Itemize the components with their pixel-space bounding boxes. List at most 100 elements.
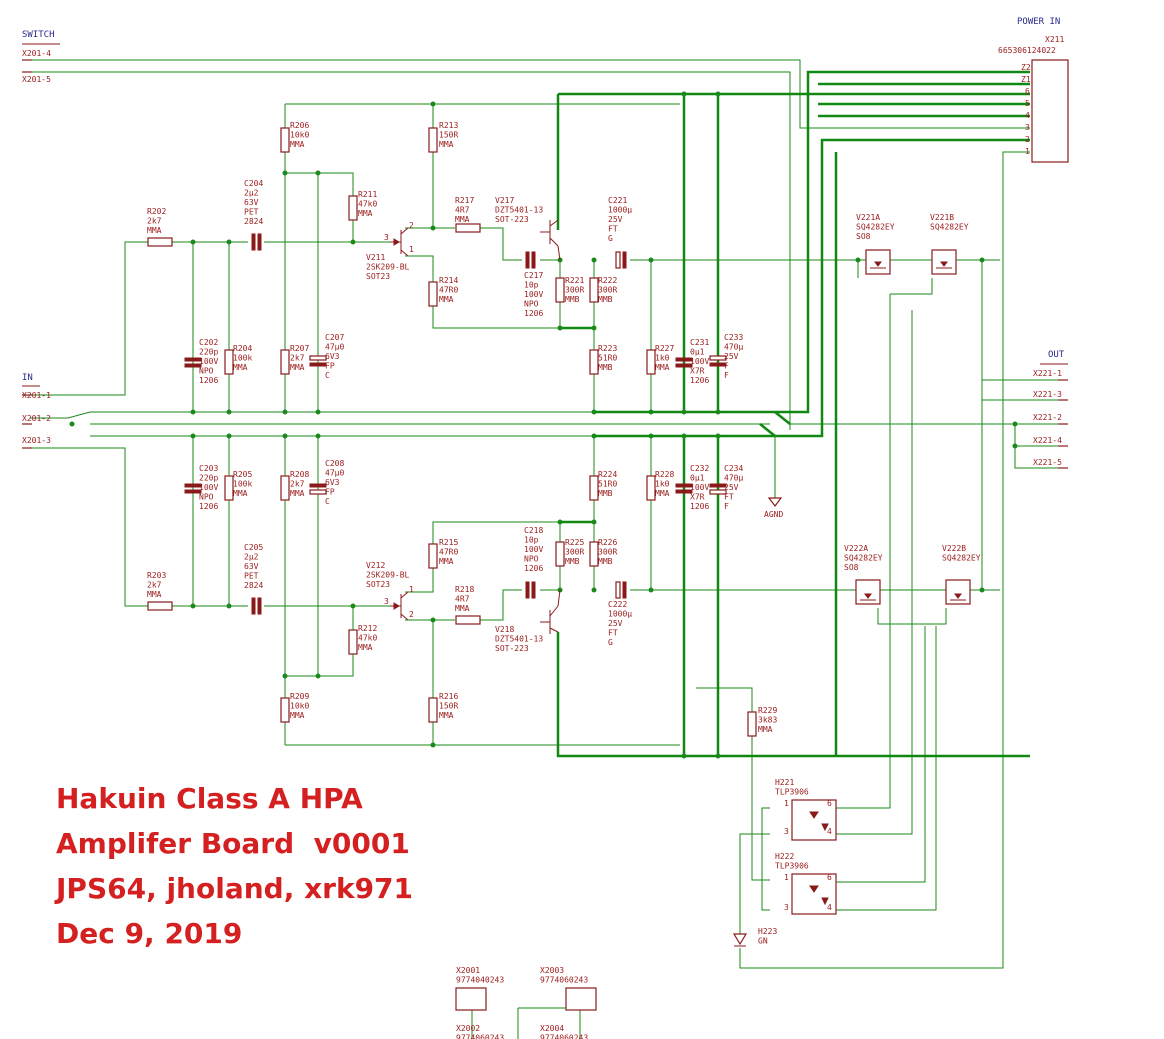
- pin-label: Z2: [1021, 63, 1031, 72]
- switch-label: SWITCH: [22, 30, 55, 40]
- pin-label: 6: [1025, 87, 1030, 96]
- resistor-r205: [224, 475, 234, 501]
- part-label-line: MMA: [358, 209, 373, 218]
- mosfet-v221a: [865, 249, 891, 275]
- capacitor-c203: [184, 483, 202, 494]
- resistor-r214: [428, 281, 438, 307]
- part-label-line: MMA: [290, 711, 305, 720]
- part-label-line: R207: [290, 344, 309, 353]
- part-label-line: 300R: [565, 286, 584, 295]
- title-line-3: JPS64, jholand, xrk971: [54, 872, 413, 905]
- part-label-line: X2003: [540, 966, 564, 975]
- part-label-line: SQ4282EY: [844, 554, 883, 563]
- capacitor-c218: [525, 581, 536, 599]
- part-label-line: SOT23: [366, 272, 390, 281]
- part-label-line: 9774060243: [540, 1034, 588, 1039]
- part-label-line: 1k0: [655, 480, 670, 489]
- power-in-label: POWER IN: [1017, 17, 1060, 27]
- capacitor-c204: [251, 233, 262, 251]
- x201-5-label: X201-5: [22, 75, 51, 84]
- resistor-r229: [747, 711, 757, 737]
- resistor-r225: [555, 541, 565, 567]
- part-label-line: H223: [758, 927, 777, 936]
- part-label-line: 1206: [690, 502, 709, 511]
- part-label-line: 25V: [724, 483, 739, 492]
- x201-1-label: X201-1: [22, 391, 51, 400]
- connector-x2001: [455, 987, 487, 1011]
- part-label-line: MMA: [290, 363, 305, 372]
- part-label-line: 9774060243: [540, 976, 588, 985]
- part-label-line: C221: [608, 196, 627, 205]
- part-label-line: R228: [655, 470, 674, 479]
- part-label-line: SOT-223: [495, 644, 529, 653]
- part-label-line: 9774060243: [456, 1034, 504, 1039]
- pin-number: 2: [409, 221, 414, 230]
- opto-h222: [791, 873, 837, 915]
- pin-number: 6: [827, 799, 832, 808]
- part-label-line: 6V3: [325, 478, 340, 487]
- part-label-line: V217: [495, 196, 514, 205]
- pin-number: 1: [409, 585, 414, 594]
- pin-label: 2: [1025, 135, 1030, 144]
- pin-number: 1: [784, 799, 789, 808]
- part-label-line: 2k7: [290, 354, 305, 363]
- part-label-line: V221A: [856, 213, 880, 222]
- power-connector-pins: Z2 Z1 6 5 4 3 2 1: [1021, 63, 1031, 156]
- part-label-line: 10p: [524, 536, 539, 545]
- title-line-4: Dec 9, 2019: [56, 917, 242, 950]
- mosfet-v222a: [855, 579, 881, 605]
- resistor-r204: [224, 349, 234, 375]
- part-label-line: C234: [724, 464, 743, 473]
- part-label-line: R224: [598, 470, 617, 479]
- part-label-line: SQ4282EY: [930, 223, 969, 232]
- part-label-line: X7R: [690, 493, 705, 502]
- part-label-line: 25V: [724, 352, 739, 361]
- pin-number: 4: [827, 903, 832, 912]
- mosfet-v221b: [931, 249, 957, 275]
- part-label-line: 51R0: [598, 354, 617, 363]
- part-label-line: C202: [199, 338, 218, 347]
- resistor-r221: [555, 277, 565, 303]
- net-labels: SWITCH X201-4 X201-5 IN X201-1 X201-2 X2…: [22, 17, 1069, 519]
- part-label-line: V211: [366, 253, 385, 262]
- part-label-line: MMA: [439, 295, 454, 304]
- part-label-line: R222: [598, 276, 617, 285]
- part-label-line: 3k83: [758, 716, 777, 725]
- part-label-line: NPO: [524, 300, 539, 309]
- part-label-line: V222A: [844, 544, 868, 553]
- part-label-line: V222B: [942, 544, 966, 553]
- part-label-line: MMA: [758, 725, 773, 734]
- part-label-line: R217: [455, 196, 474, 205]
- part-label-line: V218: [495, 625, 514, 634]
- part-label-line: X2001: [456, 966, 480, 975]
- part-label-line: 25V: [608, 215, 623, 224]
- resistor-r213: [428, 127, 438, 153]
- part-label-line: F: [724, 371, 729, 380]
- part-label-line: TLP3906: [775, 788, 809, 797]
- title-line-1: Hakuin Class A HPA: [56, 782, 363, 815]
- part-label-line: SQ4282EY: [856, 223, 895, 232]
- transistor-v218: [540, 589, 561, 634]
- agnd-label: AGND: [764, 510, 783, 519]
- capacitor-c221: [615, 251, 627, 269]
- part-label-line: 220p: [199, 474, 218, 483]
- part-label-line: 1206: [199, 376, 218, 385]
